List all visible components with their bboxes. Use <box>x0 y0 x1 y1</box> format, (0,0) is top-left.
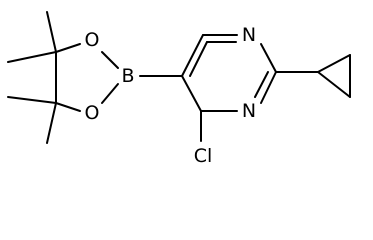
atom-n3-label: N <box>242 100 256 122</box>
bond-c2-n3-inner <box>254 71 269 98</box>
atom-o2-label: O <box>85 102 100 124</box>
pinacol-boronate-group <box>7 11 183 144</box>
bond-cp-b <box>317 71 351 98</box>
atom-o1-label: O <box>85 29 100 51</box>
bond-c5-c6-inner <box>189 41 208 77</box>
bond-cp-a <box>317 54 351 73</box>
bond-b-o1 <box>101 51 119 69</box>
bond-o2-c <box>55 102 81 112</box>
bond-methyl-2 <box>7 51 57 63</box>
bond-methyl-3 <box>7 96 57 104</box>
bond-methyl-1 <box>46 11 57 53</box>
molecule-structure: N N Cl B O O <box>7 11 351 167</box>
cyclopropyl-group <box>275 54 351 98</box>
pyrimidine-ring <box>181 34 277 112</box>
bond-c4-c5 <box>181 75 202 112</box>
atom-b-label: B <box>121 65 134 87</box>
bond-c2-n3 <box>260 71 277 104</box>
bond-b-o2 <box>101 83 119 104</box>
atom-n1-label: N <box>242 24 256 46</box>
bond-methyl-4 <box>46 102 57 144</box>
bond-c5-c6 <box>181 34 204 77</box>
bond-o1-c <box>55 43 81 53</box>
atom-cl-label: Cl <box>194 145 213 167</box>
bond-n1-c2 <box>260 43 277 73</box>
